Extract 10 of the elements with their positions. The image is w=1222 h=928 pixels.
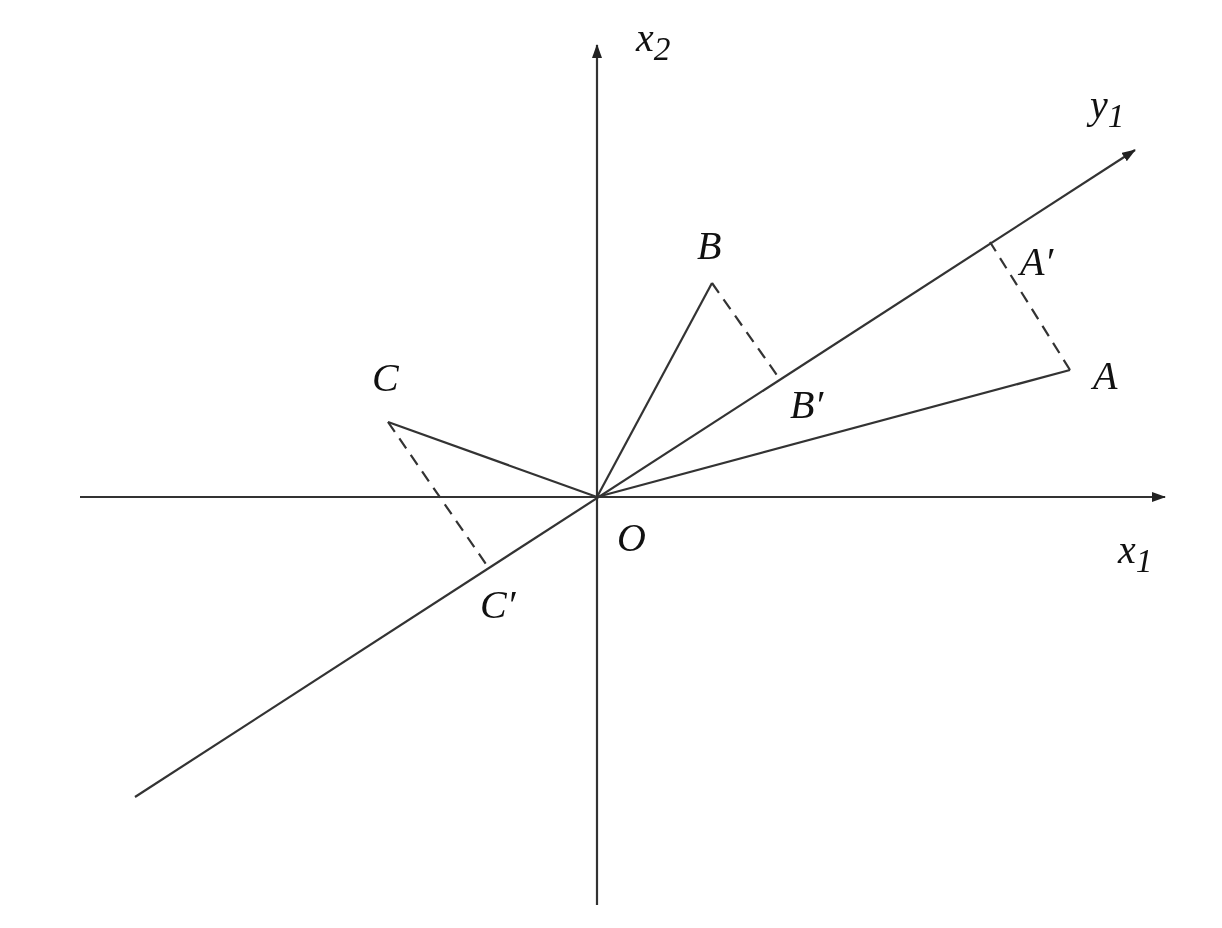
axis-label: x$_{1}$ <box>1118 530 1153 578</box>
origin-label: O <box>617 518 646 558</box>
projection-label: A′ <box>1020 242 1054 282</box>
point-label: A <box>1093 356 1118 396</box>
projection-label: C′ <box>480 585 516 625</box>
projection-line <box>989 241 1071 371</box>
point-label: C <box>372 358 399 398</box>
point-label: B <box>697 226 722 266</box>
axis-label: x$_{2}$ <box>636 18 671 66</box>
projection-label: B′ <box>790 385 824 425</box>
